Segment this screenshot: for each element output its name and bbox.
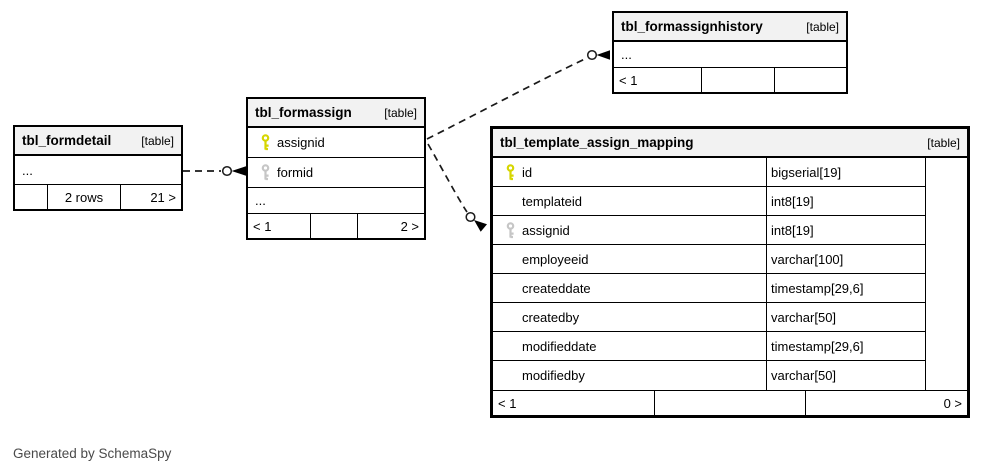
footer-rowcount-cell: 2 rows xyxy=(47,185,120,209)
table-type-tag: [table] xyxy=(927,135,960,150)
table-type-tag: [table] xyxy=(384,105,417,120)
column-type: int8[19] xyxy=(771,222,814,238)
generator-credit: Generated by SchemaSpy xyxy=(13,446,172,461)
edge-circle-terminator xyxy=(465,211,476,223)
table-node-tbl_formassignhistory[interactable]: tbl_formassignhistory [table] ... < 1 xyxy=(612,11,848,94)
row-spacer xyxy=(925,158,967,187)
primary-key-icon xyxy=(498,163,522,181)
footer-parents-cell xyxy=(15,185,47,209)
column-type: varchar[50] xyxy=(771,368,837,383)
foreign-key-icon xyxy=(253,164,277,181)
edge-circle-terminator xyxy=(586,49,598,61)
column-type: timestamp[29,6] xyxy=(771,338,864,354)
row-spacer xyxy=(925,216,967,245)
table-title: tbl_formassign xyxy=(255,105,352,120)
column-row-createdby: createdby varchar[50] xyxy=(493,303,967,332)
primary-key-icon xyxy=(253,134,277,151)
edge-arrowhead xyxy=(474,220,487,232)
table-type-tag: [table] xyxy=(141,133,174,148)
row-spacer xyxy=(925,361,967,390)
column-type: varchar[50] xyxy=(771,309,837,325)
edge-arrowhead xyxy=(596,50,610,60)
column-name: modifieddate xyxy=(522,338,597,354)
column-type: bigserial[19] xyxy=(771,164,842,180)
table-header[interactable]: tbl_formassign [table] xyxy=(248,99,424,128)
row-spacer xyxy=(925,274,967,303)
table-header[interactable]: tbl_template_assign_mapping [table] xyxy=(493,129,967,158)
collapsed-columns-row: ... xyxy=(255,193,266,208)
edge-formassign-formdetail xyxy=(183,165,246,177)
column-type: varchar[100] xyxy=(771,251,844,267)
column-type: timestamp[29,6] xyxy=(771,280,864,296)
column-row-createddate: createddate timestamp[29,6] xyxy=(493,274,967,303)
table-node-tbl_formdetail[interactable]: tbl_formdetail [table] ... 2 rows 21 > xyxy=(13,125,183,211)
row-spacer xyxy=(925,245,967,274)
column-name: formid xyxy=(277,165,314,180)
row-spacer xyxy=(925,303,967,332)
footer-parents-cell: < 1 xyxy=(498,395,517,411)
row-spacer xyxy=(925,187,967,216)
column-row-modifieddate: modifieddate timestamp[29,6] xyxy=(493,332,967,361)
footer-children-cell: 0 > xyxy=(805,391,967,415)
collapsed-columns-row: ... xyxy=(22,162,33,178)
footer-children-cell: 21 > xyxy=(120,185,181,209)
column-name: createdby xyxy=(522,309,580,325)
edge-arrowhead xyxy=(231,166,246,176)
column-name: assignid xyxy=(277,135,325,150)
column-name: modifiedby xyxy=(522,368,585,383)
column-name: createddate xyxy=(522,280,591,296)
table-footer: < 1 2 > xyxy=(248,213,424,238)
collapsed-columns-row: ... xyxy=(621,47,632,62)
footer-children-cell: 2 > xyxy=(357,214,424,238)
column-row-employeeid: employeeid varchar[100] xyxy=(493,245,967,274)
column-name: employeeid xyxy=(522,251,589,267)
table-node-tbl_formassign[interactable]: tbl_formassign [table] assignid formid .… xyxy=(246,97,426,240)
table-title: tbl_template_assign_mapping xyxy=(500,135,694,150)
column-row-assignid: assignid int8[19] xyxy=(493,216,967,245)
footer-rowcount-cell xyxy=(310,214,357,238)
column-type: int8[19] xyxy=(771,193,814,209)
table-header[interactable]: tbl_formdetail [table] xyxy=(15,127,181,156)
column-row-formid: formid xyxy=(248,158,424,188)
table-header[interactable]: tbl_formassignhistory [table] xyxy=(614,13,846,42)
footer-rowcount-cell xyxy=(654,391,805,415)
table-node-tbl_template_assign_mapping[interactable]: tbl_template_assign_mapping [table] id b… xyxy=(490,126,970,418)
column-name: assignid xyxy=(522,222,570,238)
footer-rowcount-cell xyxy=(701,68,774,92)
footer-parents-cell: < 1 xyxy=(253,218,272,234)
column-row-assignid: assignid xyxy=(248,128,424,158)
column-row-templateid: templateid int8[19] xyxy=(493,187,967,216)
column-row-id: id bigserial[19] xyxy=(493,158,967,187)
row-spacer xyxy=(925,332,967,361)
edge-circle-terminator xyxy=(221,165,233,177)
table-footer: < 1 0 > xyxy=(493,390,967,415)
table-title: tbl_formassignhistory xyxy=(621,19,763,34)
foreign-key-icon xyxy=(498,221,522,239)
table-footer: < 1 xyxy=(614,67,846,92)
column-name: id xyxy=(522,164,533,180)
edge-formassign-template-mapping xyxy=(427,143,487,232)
footer-children-cell xyxy=(774,68,846,92)
table-footer: 2 rows 21 > xyxy=(15,184,181,209)
column-row-modifiedby: modifiedby varchar[50] xyxy=(493,361,967,390)
table-type-tag: [table] xyxy=(806,19,839,34)
column-name: templateid xyxy=(522,193,582,209)
footer-parents-cell: < 1 xyxy=(619,72,638,88)
table-title: tbl_formdetail xyxy=(22,133,112,148)
